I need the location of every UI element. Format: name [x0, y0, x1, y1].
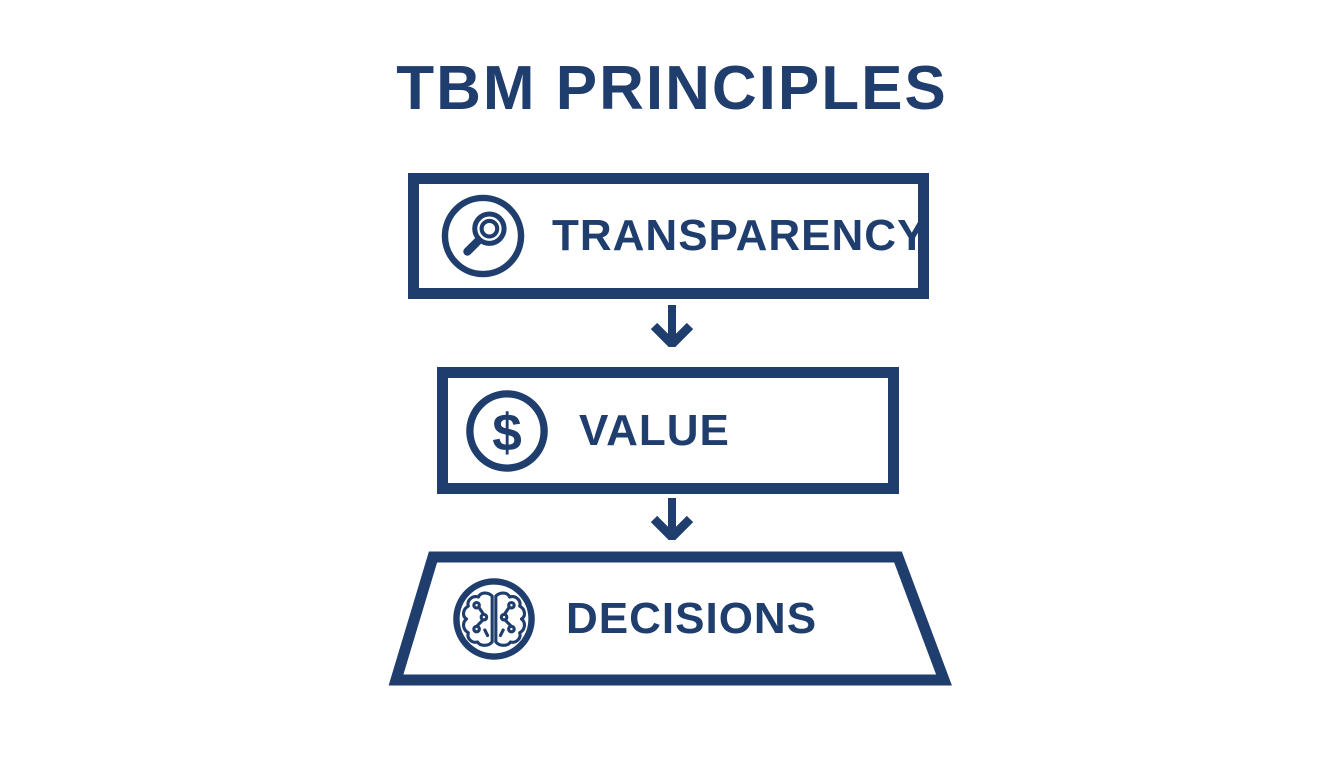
magnifier-icon — [439, 192, 527, 280]
svg-text:$: $ — [492, 403, 522, 462]
step-label-value: VALUE — [579, 405, 730, 455]
down-arrow-icon — [650, 305, 694, 347]
brain-icon — [450, 575, 538, 663]
step-decisions: DECISIONS — [375, 546, 965, 691]
page-title: TBM PRINCIPLES — [396, 54, 948, 123]
step-label-decisions: DECISIONS — [566, 594, 818, 643]
down-arrow-icon — [650, 498, 694, 540]
step-transparency: TRANSPARENCY — [408, 173, 929, 299]
step-label-transparency: TRANSPARENCY — [552, 211, 928, 260]
step-value: $ VALUE — [437, 367, 899, 494]
trapezoid-shape — [388, 551, 952, 686]
dollar-icon: $ — [463, 387, 551, 475]
